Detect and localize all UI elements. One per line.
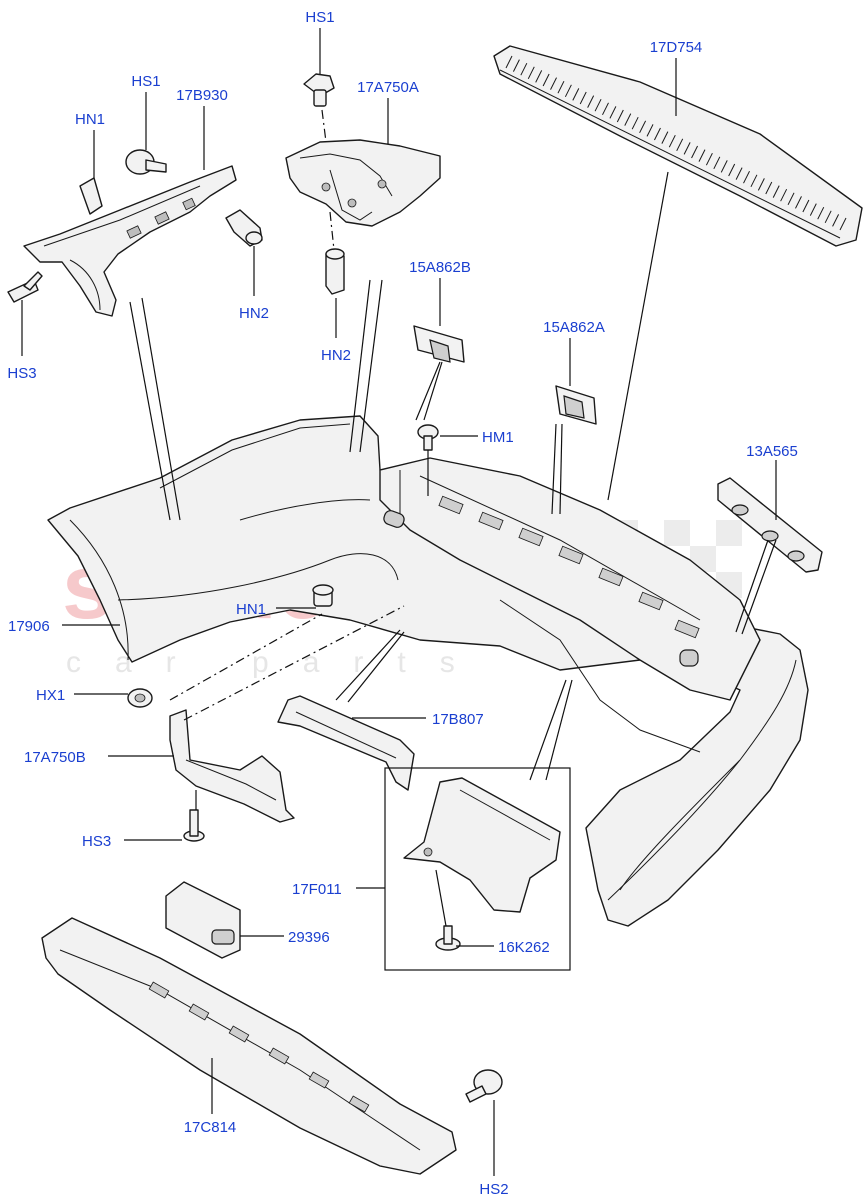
scuff-ridge <box>653 127 661 141</box>
kit-box-17F011 <box>384 767 571 971</box>
bracket-17B930 <box>23 165 237 317</box>
scuff-ridge <box>542 73 550 87</box>
scuff-ridge <box>639 120 647 134</box>
scuff-ridge <box>683 142 691 155</box>
scuff-ridge <box>757 178 765 191</box>
label-hs1-top: HS1 <box>305 9 334 26</box>
scuff-ridge <box>743 170 750 184</box>
label-17B930: 17B930 <box>176 87 228 104</box>
label-17A750B: 17A750B <box>24 749 86 766</box>
scuff-ridge <box>809 203 817 216</box>
scuff-ridge <box>624 113 632 126</box>
label-hs3-top: HS3 <box>7 365 36 382</box>
scuff-ridge <box>557 80 565 94</box>
scuff-ridge <box>505 55 513 69</box>
clip-15A862A <box>555 385 597 425</box>
label-17A750A: 17A750A <box>357 79 419 96</box>
label-hx1: HX1 <box>36 687 65 704</box>
hm1-push-pin <box>417 424 439 451</box>
label-17F011: 17F011 <box>292 881 342 898</box>
scuff-ridge <box>795 196 802 209</box>
hs3-screw-bottom <box>183 809 205 842</box>
scuff-ridge <box>594 98 602 112</box>
label-15A862A: 15A862A <box>543 319 605 336</box>
scuff-plate-17D754 <box>493 45 863 247</box>
scuff-ridge <box>824 210 832 224</box>
hn2-stud-middle <box>325 248 345 295</box>
reinforcement-17C814 <box>41 917 457 1175</box>
callout-labels: HS1 HS1 HN1 17B930 17A750A 17D754 HN2 HN… <box>7 9 797 1198</box>
scuff-ridge <box>728 163 736 177</box>
scuff-ridge <box>772 185 780 198</box>
label-hm1: HM1 <box>482 429 514 446</box>
label-hs3-bottom: HS3 <box>82 833 111 850</box>
label-17906: 17906 <box>8 618 50 635</box>
sensor-bracket-13A565 <box>717 477 823 573</box>
label-29396: 29396 <box>288 929 330 946</box>
scuff-ridge <box>579 91 587 105</box>
leader-lines <box>21 28 777 1176</box>
label-17B807: 17B807 <box>432 711 484 728</box>
bracket-17A750A <box>285 139 441 227</box>
trim-17B807 <box>277 695 415 791</box>
scuff-ridge <box>705 152 713 166</box>
scuff-ridge <box>802 199 810 213</box>
scuff-ridge <box>609 106 617 119</box>
label-hn2-left: HN2 <box>239 305 269 322</box>
hx1-nut <box>127 688 153 708</box>
label-hn1-top: HN1 <box>75 111 105 128</box>
label-hs1-left: HS1 <box>131 73 160 90</box>
module-29396 <box>165 881 241 959</box>
scuff-ridge <box>631 116 639 130</box>
scuff-ridge <box>750 174 758 188</box>
scuff-ridge <box>668 134 676 148</box>
label-hn2-middle: HN2 <box>321 347 351 364</box>
label-hs2: HS2 <box>479 1181 508 1198</box>
hs3-screw-top <box>7 271 43 303</box>
scuff-ridge <box>839 217 847 231</box>
scuff-ridge <box>765 181 773 195</box>
hn1-clip-middle <box>312 584 334 607</box>
scuff-ridge <box>572 88 580 101</box>
hs1-fastener-left <box>125 149 167 175</box>
scuff-ridge <box>691 145 699 159</box>
scuff-ridge <box>587 95 595 108</box>
scuff-ridge <box>713 156 721 170</box>
scuff-ridge <box>602 102 609 116</box>
scuff-ridge <box>535 70 543 83</box>
hn2-nut-left <box>225 209 263 247</box>
scuff-ridge <box>512 59 520 72</box>
hs1-screw-top <box>303 73 335 107</box>
label-17C814: 17C814 <box>184 1119 237 1136</box>
scuff-ridge <box>661 131 669 144</box>
scuff-ridge <box>698 149 706 162</box>
scuff-ridge <box>616 109 624 123</box>
hs2-bolt <box>465 1069 503 1103</box>
scuff-ridge <box>564 84 572 98</box>
scuff-ridge <box>520 62 528 76</box>
bracket-17A750B <box>169 709 295 823</box>
label-15A862B: 15A862B <box>409 259 471 276</box>
scuff-ridge <box>676 138 684 152</box>
scuff-ridge <box>832 214 840 227</box>
scuff-ridge <box>720 160 728 173</box>
clip-15A862B <box>413 325 465 363</box>
scuff-ridge <box>646 124 654 137</box>
scuff-ridge <box>735 167 743 180</box>
label-17D754: 17D754 <box>650 39 703 56</box>
scuff-ridge <box>550 77 557 90</box>
label-hn1-middle: HN1 <box>236 601 266 618</box>
scuff-ridge <box>817 206 825 220</box>
scuff-ridge <box>780 188 788 202</box>
label-13A565: 13A565 <box>746 443 798 460</box>
label-16K262: 16K262 <box>498 939 550 956</box>
scuff-ridge <box>787 192 795 206</box>
scuff-ridge <box>527 66 535 80</box>
